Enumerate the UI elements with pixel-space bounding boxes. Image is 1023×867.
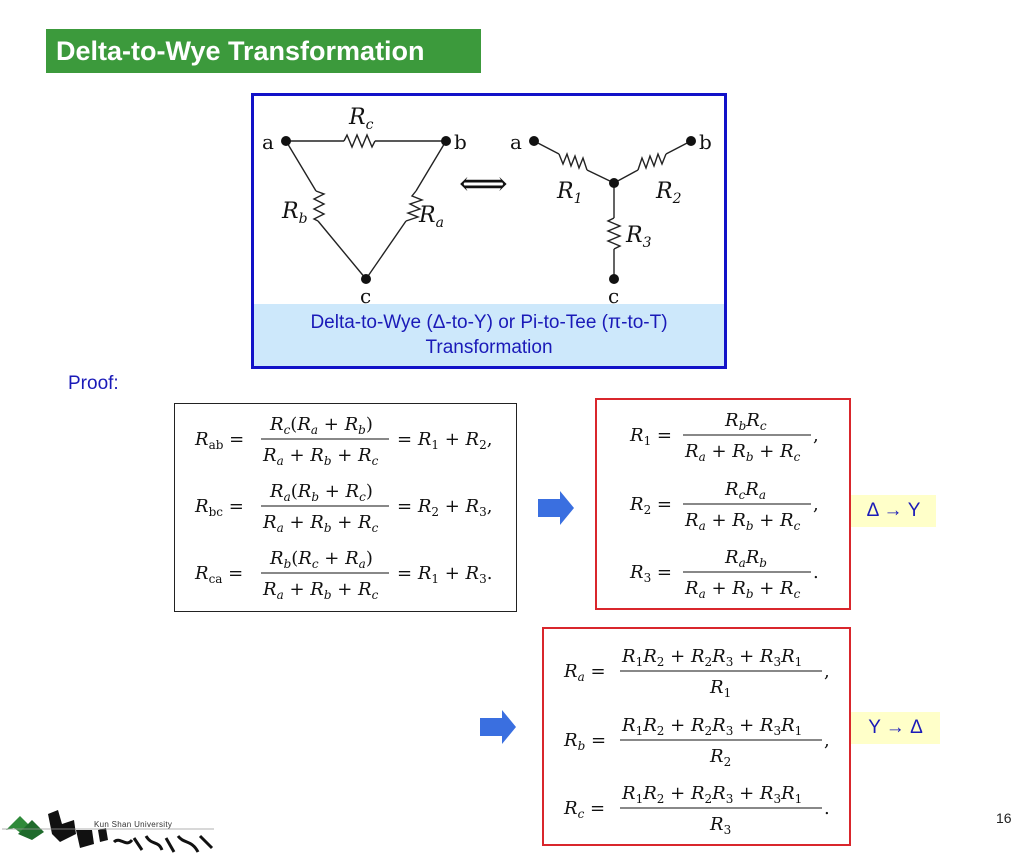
wye-label-r2: R2 xyxy=(655,179,682,207)
svg-text:,: , xyxy=(813,494,819,515)
svg-text:= R1 + R2,: = R1 + R2, xyxy=(397,429,492,452)
svg-text:Ra + Rb + Rc: Ra + Rb + Rc xyxy=(684,578,801,601)
svg-text:Rbc =: Rbc = xyxy=(194,496,244,519)
svg-text:= R2 + R3,: = R2 + R3, xyxy=(397,496,492,519)
svg-text:R1R2 + R2R3 + R3R1: R1R2 + R2R3 + R3R1 xyxy=(621,646,802,669)
y-to-delta-tag: Y → Δ xyxy=(851,712,940,744)
svg-text:Rb =: Rb = xyxy=(563,730,606,753)
svg-text:R1R2 + R2R3 + R3R1: R1R2 + R2R3 + R3R1 xyxy=(621,783,802,806)
wye-label-b: b xyxy=(699,130,712,154)
delta-to-wye-equations: R1 = RbRc Ra + Rb + Rc , R2 = RcRa Ra + … xyxy=(595,398,851,610)
equation-image: Rab = Rc(Ra + Rb) Ra + Rb + Rc = R1 + R2… xyxy=(194,414,492,602)
svg-text:Ra =: Ra = xyxy=(563,661,606,684)
delta-node-a xyxy=(281,136,291,146)
svg-text:.: . xyxy=(824,798,830,819)
equivalence-arrow-icon: ⟺ xyxy=(459,164,508,204)
svg-text:RcRa: RcRa xyxy=(724,479,766,502)
svg-text:Rc(Ra + Rb): Rc(Ra + Rb) xyxy=(269,414,373,437)
wye-node-c xyxy=(609,274,619,284)
proof-label: Proof: xyxy=(68,373,119,394)
right-arrow-icon xyxy=(480,710,516,744)
university-logo: Kun Shan University xyxy=(2,800,222,862)
delta-label-c: c xyxy=(360,284,371,306)
page-number: 16 xyxy=(996,810,1012,826)
svg-text:Ra + Rb + Rc: Ra + Rb + Rc xyxy=(262,579,379,602)
delta-network xyxy=(285,133,447,280)
delta-label-ra: Ra xyxy=(418,203,444,231)
delta-to-y-tag: Δ → Y xyxy=(851,495,936,527)
wye-center-node xyxy=(609,178,619,188)
svg-text:= R1 + R3.: = R1 + R3. xyxy=(397,563,492,586)
svg-text:R3: R3 xyxy=(709,814,731,837)
svg-text:Rab =: Rab = xyxy=(194,429,244,452)
wye-label-r3: R3 xyxy=(625,223,652,251)
svg-text:Ra + Rb + Rc: Ra + Rb + Rc xyxy=(684,510,801,533)
delta-label-rb: Rb xyxy=(281,199,308,227)
university-logo-icon xyxy=(2,810,214,853)
delta-label-b: b xyxy=(454,130,467,154)
figure-caption: Delta-to-Wye (Δ-to-Y) or Pi-to-Tee (π-to… xyxy=(254,304,724,366)
svg-text:Ra + Rb + Rc: Ra + Rb + Rc xyxy=(684,441,801,464)
svg-text:RbRc: RbRc xyxy=(724,410,767,433)
caption-line-2: Transformation xyxy=(425,337,553,358)
svg-text:Ra + Rb + Rc: Ra + Rb + Rc xyxy=(262,445,379,468)
circuit-diagram: a b c Rc Rb Ra ⟺ a b c R1 R2 R3 xyxy=(262,105,712,306)
wye-network xyxy=(533,140,692,279)
circuit-figure-box: a b c Rc Rb Ra ⟺ a b c R1 R2 R3 Delta xyxy=(251,93,727,369)
wye-node-a xyxy=(529,136,539,146)
svg-text:R1: R1 xyxy=(709,677,731,700)
wye-label-r1: R1 xyxy=(556,179,583,207)
svg-text:,: , xyxy=(824,661,830,682)
svg-text:,: , xyxy=(813,425,819,446)
resistance-sum-equations: Rab = Rc(Ra + Rb) Ra + Rb + Rc = R1 + R2… xyxy=(174,403,517,612)
page-title: Delta-to-Wye Transformation xyxy=(46,29,481,73)
svg-text:R3 =: R3 = xyxy=(629,562,672,585)
svg-text:R1R2 + R2R3 + R3R1: R1R2 + R2R3 + R3R1 xyxy=(621,715,802,738)
svg-text:R2 =: R2 = xyxy=(629,494,672,517)
svg-text:Ra + Rb + Rc: Ra + Rb + Rc xyxy=(262,512,379,535)
wye-label-c: c xyxy=(608,284,619,306)
svg-text:RaRb: RaRb xyxy=(724,547,767,570)
right-arrow-icon xyxy=(538,491,574,525)
wye-to-delta-equations: Ra = R1R2 + R2R3 + R3R1 R1 , Rb = R1R2 +… xyxy=(542,627,851,846)
delta-node-c xyxy=(361,274,371,284)
wye-node-b xyxy=(686,136,696,146)
svg-text:Rca =: Rca = xyxy=(194,563,243,586)
svg-text:R1 =: R1 = xyxy=(629,425,672,448)
delta-label-rc: Rc xyxy=(348,105,374,133)
svg-text:Rb(Rc + Ra): Rb(Rc + Ra) xyxy=(269,548,373,571)
svg-text:.: . xyxy=(813,562,819,583)
svg-text:R2: R2 xyxy=(709,746,731,769)
university-name: Kun Shan University xyxy=(94,820,173,829)
caption-line-1: Delta-to-Wye (Δ-to-Y) or Pi-to-Tee (π-to… xyxy=(310,312,668,333)
equation-image: R1 = RbRc Ra + Rb + Rc , R2 = RcRa Ra + … xyxy=(629,410,819,601)
svg-text:Ra(Rb + Rc): Ra(Rb + Rc) xyxy=(269,481,373,504)
delta-label-a: a xyxy=(262,130,274,154)
wye-label-a: a xyxy=(510,130,522,154)
delta-node-b xyxy=(441,136,451,146)
equation-image: Ra = R1R2 + R2R3 + R3R1 R1 , Rb = R1R2 +… xyxy=(563,646,830,837)
svg-text:Rc =: Rc = xyxy=(563,798,605,821)
svg-text:,: , xyxy=(824,730,830,751)
